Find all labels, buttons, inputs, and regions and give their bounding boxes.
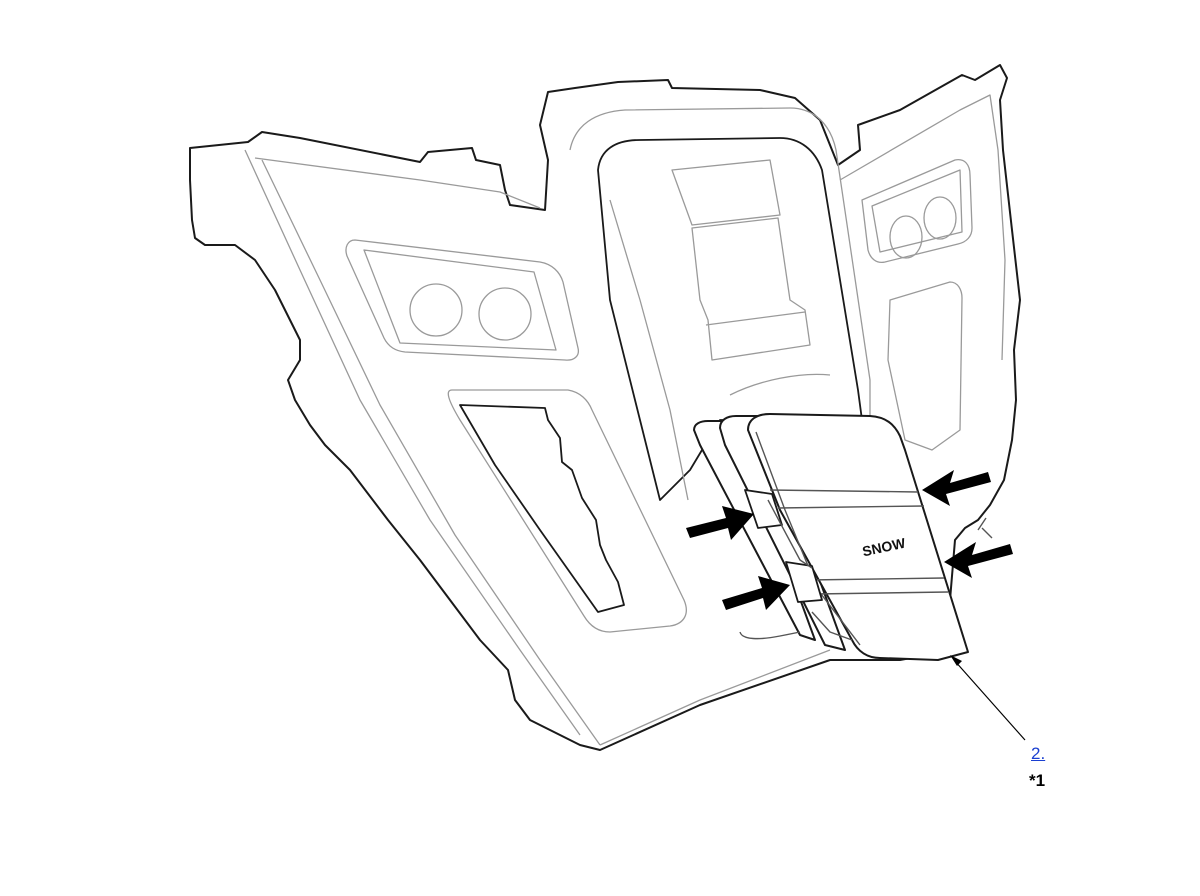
callout-leader-line <box>953 659 1026 741</box>
center-inner-rect <box>671 159 781 226</box>
bottom-rim-line <box>599 649 831 746</box>
right-pocket <box>887 281 963 451</box>
switch-bottom-edge <box>811 611 853 641</box>
switch-side-detail <box>767 499 813 569</box>
switch-upper-groove-2 <box>777 505 925 509</box>
switch-lower-groove-2 <box>814 591 949 595</box>
step-2-link[interactable]: 2. <box>1031 744 1046 763</box>
left-switch-recess-inner <box>363 249 557 351</box>
center-lower-arc <box>729 373 831 396</box>
center-bezel <box>569 107 871 440</box>
callout-leader-arrowhead <box>950 655 962 666</box>
right-knob-2 <box>923 196 957 240</box>
arrow-left-lower <box>722 576 790 610</box>
switch-left-edge <box>755 431 861 646</box>
left-knob-1 <box>409 283 463 337</box>
switch-front-cover <box>747 413 969 661</box>
center-left-wall <box>609 199 689 501</box>
center-slot-line <box>705 311 806 326</box>
left-switch-recess <box>345 239 580 361</box>
right-switch-recess-inner <box>871 169 963 253</box>
arrow-right-upper <box>922 470 991 506</box>
right-knob-1 <box>889 215 923 259</box>
switch-lower-groove <box>807 577 945 581</box>
lower-clip <box>785 561 823 603</box>
left-edge-inner-line-2 <box>261 159 601 746</box>
left-edge-inner-line <box>244 149 581 736</box>
switch-upper-groove <box>769 489 919 493</box>
left-pocket-frame <box>447 389 687 633</box>
lower-bracket-line <box>739 631 801 640</box>
right-outer-line <box>839 94 1006 361</box>
right-switch-recess <box>861 159 973 264</box>
left-pocket-opening <box>459 404 625 613</box>
left-knob-2 <box>478 287 532 341</box>
small-tick-mark <box>977 517 993 539</box>
callout-mark-1: *1 <box>1029 771 1046 790</box>
arrow-left-upper <box>686 506 754 540</box>
switch-assembly: SNOW <box>693 413 969 661</box>
arrow-right-lower <box>944 542 1013 578</box>
upper-rim-line <box>254 157 541 209</box>
center-slot <box>691 217 811 361</box>
